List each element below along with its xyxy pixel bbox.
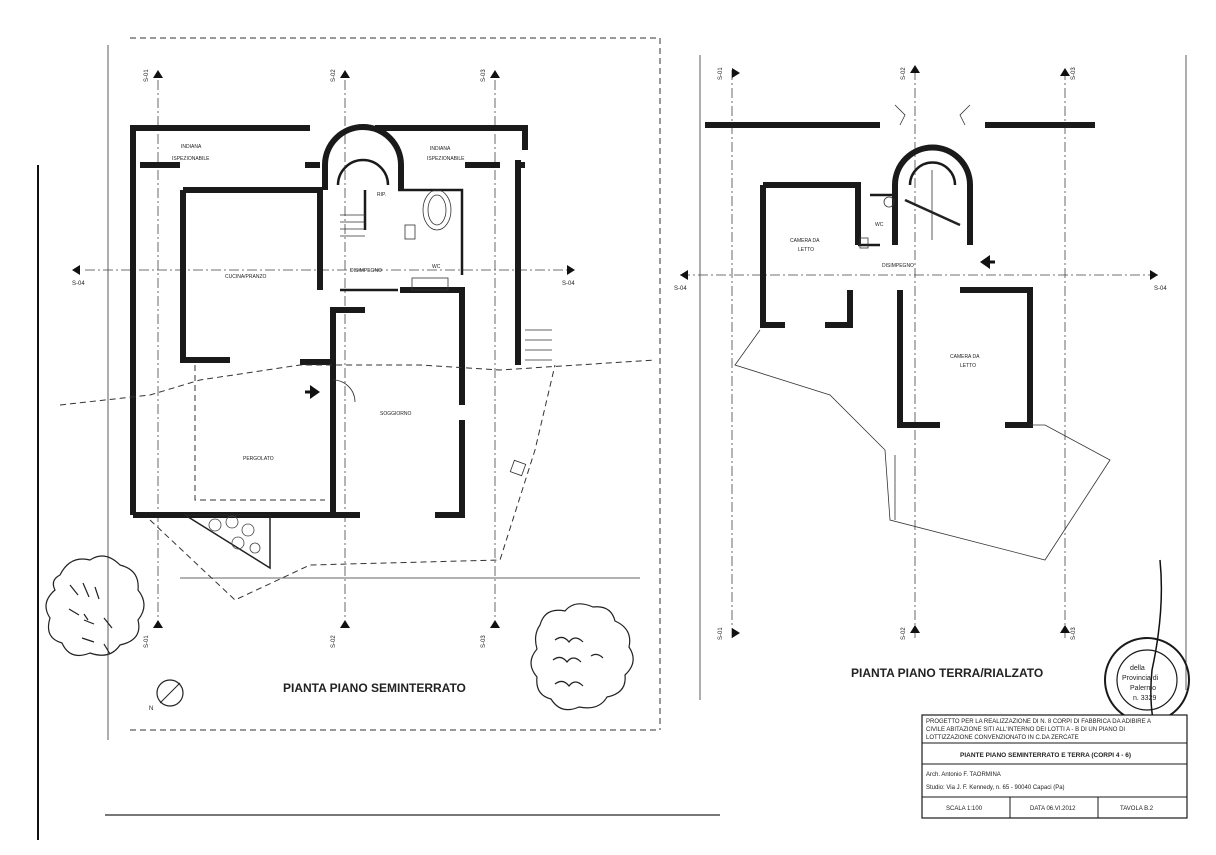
camera-1-label: CAMERA DA [790, 238, 820, 244]
left-side-s04-a: S-04 [72, 281, 85, 287]
tree-center-icon [530, 603, 634, 711]
tree-left-icon [45, 555, 145, 656]
stamp-line-palermo: Palermo [1130, 685, 1156, 692]
right-section-markers [680, 65, 1158, 638]
indiana-1-sublabel: ISPEZIONABILE [172, 156, 210, 162]
project-line-1: PROGETTO PER LA REALIZZAZIONE DI N. 8 CO… [926, 719, 1151, 725]
title-block [921, 714, 1188, 819]
drawing-title: PIANTE PIANO SEMINTERRATO E TERRA (CORPI… [960, 752, 1131, 759]
left-side-s04-b: S-04 [562, 281, 575, 287]
left-plan-title: PIANTA PIANO SEMINTERRATO [283, 681, 466, 695]
soggiorno-label: SOGGIORNO [380, 411, 412, 417]
right-top-s02: S-02 [901, 67, 907, 80]
wc-label: WC [432, 264, 441, 270]
stamp-line-provincia: Provincia di [1122, 675, 1159, 682]
left-bottom-s01: S-01 [144, 635, 150, 648]
indiana-1-label: INDIANA [181, 144, 202, 150]
project-line-2: CIVILE ABITAZIONE SITI ALL'INTERNO DEI L… [926, 727, 1125, 733]
indiana-2-sublabel: ISPEZIONABILE [427, 156, 465, 162]
left-bottom-s03: S-03 [481, 635, 487, 648]
right-bottom-s01: S-01 [718, 627, 724, 640]
cucina-label: CUCINA/PRANZO [225, 274, 267, 280]
architect-name: Arch. Antonio F. TAORMINA [926, 772, 1001, 778]
north-arrow-icon [156, 679, 184, 707]
right-disimpegno-label: DISIMPEGNO [882, 263, 914, 269]
indiana-2-label: INDIANA [430, 146, 451, 152]
rip-label: RIP. [377, 192, 386, 198]
sheet-number: TAVOLA B.2 [1120, 806, 1154, 812]
right-plan-title: PIANTA PIANO TERRA/RIALZATO [851, 666, 1043, 680]
stamp-line-number: n. 3329 [1133, 695, 1156, 702]
camera-2-sublabel: LETTO [960, 363, 976, 369]
right-side-s04-a: S-04 [674, 286, 687, 292]
left-top-s02: S-02 [331, 69, 337, 82]
studio-address: Studio: Via J. F. Kennedy, n. 65 - 90040… [926, 785, 1065, 791]
camera-1-sublabel: LETTO [798, 247, 814, 253]
pergolato-label: PERGOLATO [243, 456, 274, 462]
left-top-s03: S-03 [481, 69, 487, 82]
disimpegno-label: DISIMPEGNO [350, 268, 382, 274]
date-value: DATA 06.VI.2012 [1030, 806, 1076, 812]
right-plan-terra [680, 70, 1160, 640]
north-label: N [149, 706, 153, 712]
stamp-line-della: della [1130, 665, 1145, 672]
left-plan-seminterrato [59, 80, 656, 620]
left-section-markers [72, 70, 575, 628]
right-top-s01: S-01 [718, 67, 724, 80]
right-bottom-s03: S-03 [1071, 627, 1077, 640]
left-bottom-s02: S-02 [331, 635, 337, 648]
left-top-s01: S-01 [144, 69, 150, 82]
scale-value: SCALA 1:100 [946, 806, 983, 812]
architect-stamp-icon [1104, 559, 1190, 741]
right-wc-label: WC [875, 222, 884, 228]
project-line-3: LOTTIZZAZIONE CONVENZIONATO IN C.DA ZERC… [926, 735, 1079, 741]
right-side-s04-b: S-04 [1154, 286, 1167, 292]
right-top-s03: S-03 [1071, 67, 1077, 80]
right-bottom-s02: S-02 [901, 627, 907, 640]
camera-2-label: CAMERA DA [950, 354, 980, 360]
